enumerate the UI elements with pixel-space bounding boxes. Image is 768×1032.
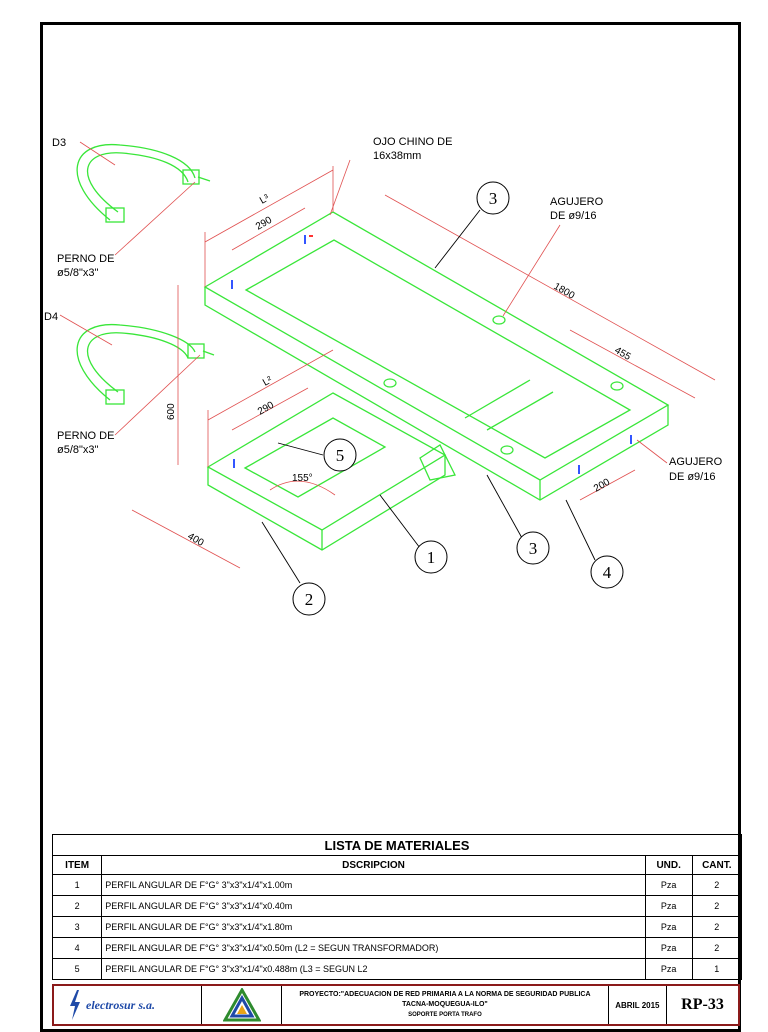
u-bolt-d4 <box>76 323 215 405</box>
project-line-2: TACNA-MOQUEGUA-ILO" <box>402 1001 488 1008</box>
dim-200: 200 <box>592 477 612 495</box>
upper-frame <box>203 211 670 501</box>
leader-lines <box>261 209 596 584</box>
label-perno-2-line1: PERNO DE <box>57 430 114 442</box>
row-item: 5 <box>51 958 103 980</box>
materials-table: LISTA DE MATERIALES ITEM DSCRIPCION UND.… <box>51 834 743 980</box>
dim-290-upper: 290 <box>254 215 274 233</box>
bubble-2: 2 <box>305 590 314 609</box>
drawing-date: ABRIL 2015 <box>615 1000 660 1010</box>
dim-l3: L³ <box>258 192 272 206</box>
bubble-3-bottom: 3 <box>529 539 538 558</box>
lightning-icon <box>70 990 80 1020</box>
row-quantity: 2 <box>691 895 743 917</box>
row-quantity: 2 <box>691 916 743 938</box>
bubble-1: 1 <box>427 548 436 567</box>
triangle-logo-cell <box>202 986 283 1024</box>
label-d4: D4 <box>44 311 58 323</box>
row-quantity: 2 <box>691 874 743 896</box>
row-item: 1 <box>51 874 103 896</box>
materials-title: LISTA DE MATERIALES <box>52 834 742 856</box>
plan-number-cell: RP-33 <box>667 986 738 1024</box>
bubble-3-top: 3 <box>489 189 498 208</box>
project-line-3: SOPORTE PORTA TRAFO <box>408 1012 482 1018</box>
project-line-1: PROYECTO:"ADECUACION DE RED PRIMARIA A L… <box>299 991 591 998</box>
row-unit: Pza <box>644 937 693 959</box>
row-description: PERFIL ANGULAR DE F°G° 3"x3"x1/4"x1.00m <box>101 874 646 896</box>
table-row: 4 PERFIL ANGULAR DE F°G° 3"x3"x1/4"x0.50… <box>51 937 743 959</box>
table-row: 3 PERFIL ANGULAR DE F°G° 3"x3"x1/4"x1.80… <box>51 916 743 938</box>
label-ojo-chino-line2: 16x38mm <box>373 150 421 162</box>
row-description: PERFIL ANGULAR DE F°G° 3"x3"x1/4"x0.50m … <box>101 937 646 959</box>
triangle-logo-icon <box>222 988 261 1022</box>
isometric-drawing: 3 5 1 3 4 2 D3 D4 PERNO DE ø5/8"x3" PERN… <box>44 136 723 616</box>
project-cell: PROYECTO:"ADECUACION DE RED PRIMARIA A L… <box>282 986 609 1024</box>
row-description: PERFIL ANGULAR DE F°G° 3"x3"x1/4"x1.80m <box>101 916 646 938</box>
row-description: PERFIL ANGULAR DE F°G° 3"x3"x1/4"x0.40m <box>101 895 646 917</box>
lower-frame <box>206 392 456 551</box>
row-item: 2 <box>51 895 103 917</box>
dim-1800: 1800 <box>552 281 577 302</box>
title-block: electrosur s.a. PROYECTO:"ADECUACION DE … <box>52 984 740 1026</box>
bubble-5: 5 <box>336 446 345 465</box>
label-ojo-chino-line1: OJO CHINO DE <box>373 136 452 148</box>
company-name: electrosur s.a. <box>86 997 155 1012</box>
label-agujero-2-line1: AGUJERO <box>669 456 723 468</box>
row-item: 4 <box>51 937 103 959</box>
date-cell: ABRIL 2015 <box>609 986 667 1024</box>
header-item: ITEM <box>51 855 103 875</box>
header-quantity: CANT. <box>691 855 743 875</box>
table-row: 2 PERFIL ANGULAR DE F°G° 3"x3"x1/4"x0.40… <box>51 895 743 917</box>
dim-400: 400 <box>186 531 206 549</box>
callout-bubbles <box>292 181 624 616</box>
company-logo-cell: electrosur s.a. <box>54 986 203 1024</box>
row-description: PERFIL ANGULAR DE F°G° 3"x3"x1/4"x0.488m… <box>101 958 646 980</box>
u-bolt-d3 <box>76 143 211 223</box>
dim-angle-155: 155° <box>292 473 313 484</box>
row-quantity: 2 <box>691 937 743 959</box>
holes <box>383 315 624 455</box>
header-unit: UND. <box>644 855 693 875</box>
label-perno-1-line1: PERNO DE <box>57 253 114 265</box>
table-row: 1 PERFIL ANGULAR DE F°G° 3"x3"x1/4"x1.00… <box>51 874 743 896</box>
label-agujero-2-line2: DE ø9/16 <box>669 471 715 483</box>
row-unit: Pza <box>644 916 693 938</box>
label-perno-1-line2: ø5/8"x3" <box>57 267 99 279</box>
dim-l2: L² <box>261 374 275 388</box>
label-agujero-1-line1: AGUJERO <box>550 196 604 208</box>
plan-number: RP-33 <box>681 996 724 1013</box>
label-d3: D3 <box>52 137 66 149</box>
bubble-4: 4 <box>603 563 612 582</box>
table-row: 5 PERFIL ANGULAR DE F°G° 3"x3"x1/4"x0.48… <box>51 958 743 980</box>
label-perno-2-line2: ø5/8"x3" <box>57 444 99 456</box>
dim-290-lower: 290 <box>256 400 276 418</box>
row-unit: Pza <box>644 874 693 896</box>
bolt-markers <box>231 235 632 474</box>
dim-455: 455 <box>613 345 633 363</box>
row-quantity: 1 <box>691 958 743 980</box>
header-description: DSCRIPCION <box>101 855 646 875</box>
row-unit: Pza <box>644 958 693 980</box>
label-agujero-1-line2: DE ø9/16 <box>550 210 596 222</box>
dimension-lines <box>59 141 716 569</box>
dim-600: 600 <box>166 403 177 420</box>
row-item: 3 <box>51 916 103 938</box>
row-unit: Pza <box>644 895 693 917</box>
